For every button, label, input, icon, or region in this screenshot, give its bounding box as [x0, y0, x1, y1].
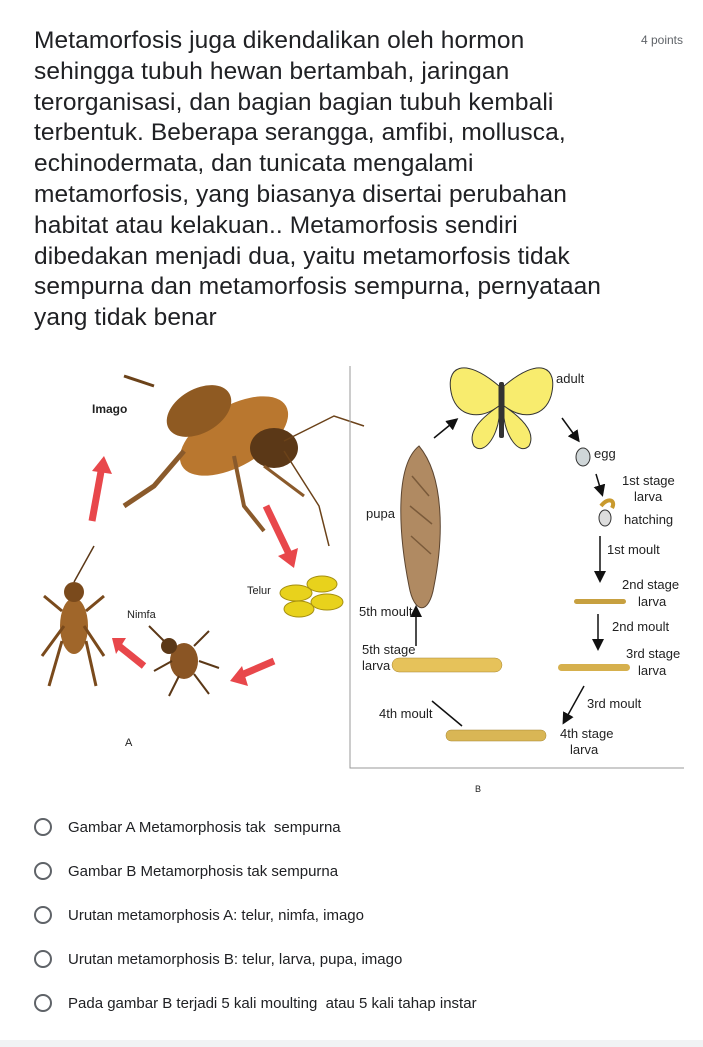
option-label: Urutan metamorphosis A: telur, nimfa, im…	[68, 906, 364, 924]
option-label: Urutan metamorphosis B: telur, larva, pu…	[68, 950, 403, 968]
label-pupa: pupa	[366, 506, 396, 521]
question-figure: Imago Telur Nimfa A	[34, 356, 684, 796]
label-stage5b: larva	[362, 658, 391, 673]
cricket-eggs-picture	[279, 575, 344, 618]
label-telur: Telur	[247, 585, 271, 597]
larva-stage5-picture	[391, 657, 503, 673]
label-moult3: 3rd moult	[587, 696, 642, 711]
label-moult5: 5th moult	[359, 604, 413, 619]
nymph-small-picture	[148, 625, 220, 697]
option-label: Gambar A Metamorphosis tak sempurna	[68, 818, 341, 836]
figure-b: adult egg 1st stage larva hatching pupa …	[349, 366, 684, 794]
label-stage4b: larva	[570, 742, 599, 757]
option-1[interactable]: Gambar A Metamorphosis tak sempurna	[34, 812, 341, 842]
cycle-arrows-b	[410, 417, 606, 727]
larva-stage4-picture	[445, 729, 547, 742]
radio-button-icon[interactable]	[34, 906, 52, 924]
option-4[interactable]: Urutan metamorphosis B: telur, larva, pu…	[34, 944, 402, 974]
question-text: Metamorfosis juga dikendalikan oleh horm…	[34, 27, 602, 332]
option-5[interactable]: Pada gambar B terjadi 5 kali moulting at…	[34, 988, 477, 1018]
egg-picture	[575, 447, 591, 467]
label-stage1c: hatching	[624, 512, 673, 527]
label-nimfa: Nimfa	[127, 609, 157, 621]
option-2[interactable]: Gambar B Metamorphosis tak sempurna	[34, 856, 338, 886]
label-adult: adult	[556, 371, 585, 386]
label-stage1b: larva	[634, 489, 663, 504]
label-egg: egg	[594, 446, 616, 461]
card-bottom-edge	[0, 1040, 703, 1047]
cricket-imago-picture	[122, 374, 365, 547]
label-stage3b: larva	[638, 663, 667, 678]
figure-b-frame	[349, 366, 684, 769]
label-stage4a: 4th stage	[560, 726, 614, 741]
radio-button-icon[interactable]	[34, 994, 52, 1012]
radio-button-icon[interactable]	[34, 818, 52, 836]
points-label: 4 points	[640, 33, 683, 47]
pupa-picture	[400, 445, 441, 609]
label-moult2: 2nd moult	[612, 619, 669, 634]
caption-a: A	[125, 737, 133, 749]
option-label: Pada gambar B terjadi 5 kali moulting at…	[68, 994, 477, 1012]
caption-b: B	[475, 784, 481, 794]
label-stage1a: 1st stage	[622, 473, 675, 488]
butterfly-picture	[449, 367, 554, 449]
label-stage3a: 3rd stage	[626, 646, 680, 661]
radio-button-icon[interactable]	[34, 862, 52, 880]
label-stage2b: larva	[638, 594, 667, 609]
label-stage2a: 2nd stage	[622, 577, 679, 592]
label-stage5a: 5th stage	[362, 642, 416, 657]
figure-a: Imago Telur Nimfa A	[40, 374, 365, 749]
larva-stage2-picture	[574, 599, 626, 604]
nymph-large-picture	[40, 545, 106, 687]
label-moult4: 4th moult	[379, 706, 433, 721]
option-label: Gambar B Metamorphosis tak sempurna	[68, 862, 339, 880]
label-imago: Imago	[92, 402, 127, 416]
option-3[interactable]: Urutan metamorphosis A: telur, nimfa, im…	[34, 900, 364, 930]
metamorphosis-diagram: Imago Telur Nimfa A	[40, 366, 684, 794]
larva-stage3-picture	[558, 664, 630, 671]
hatching-larva-picture	[598, 498, 616, 527]
radio-button-icon[interactable]	[34, 950, 52, 968]
cycle-arrows-a	[88, 456, 298, 686]
label-moult1: 1st moult	[607, 542, 660, 557]
